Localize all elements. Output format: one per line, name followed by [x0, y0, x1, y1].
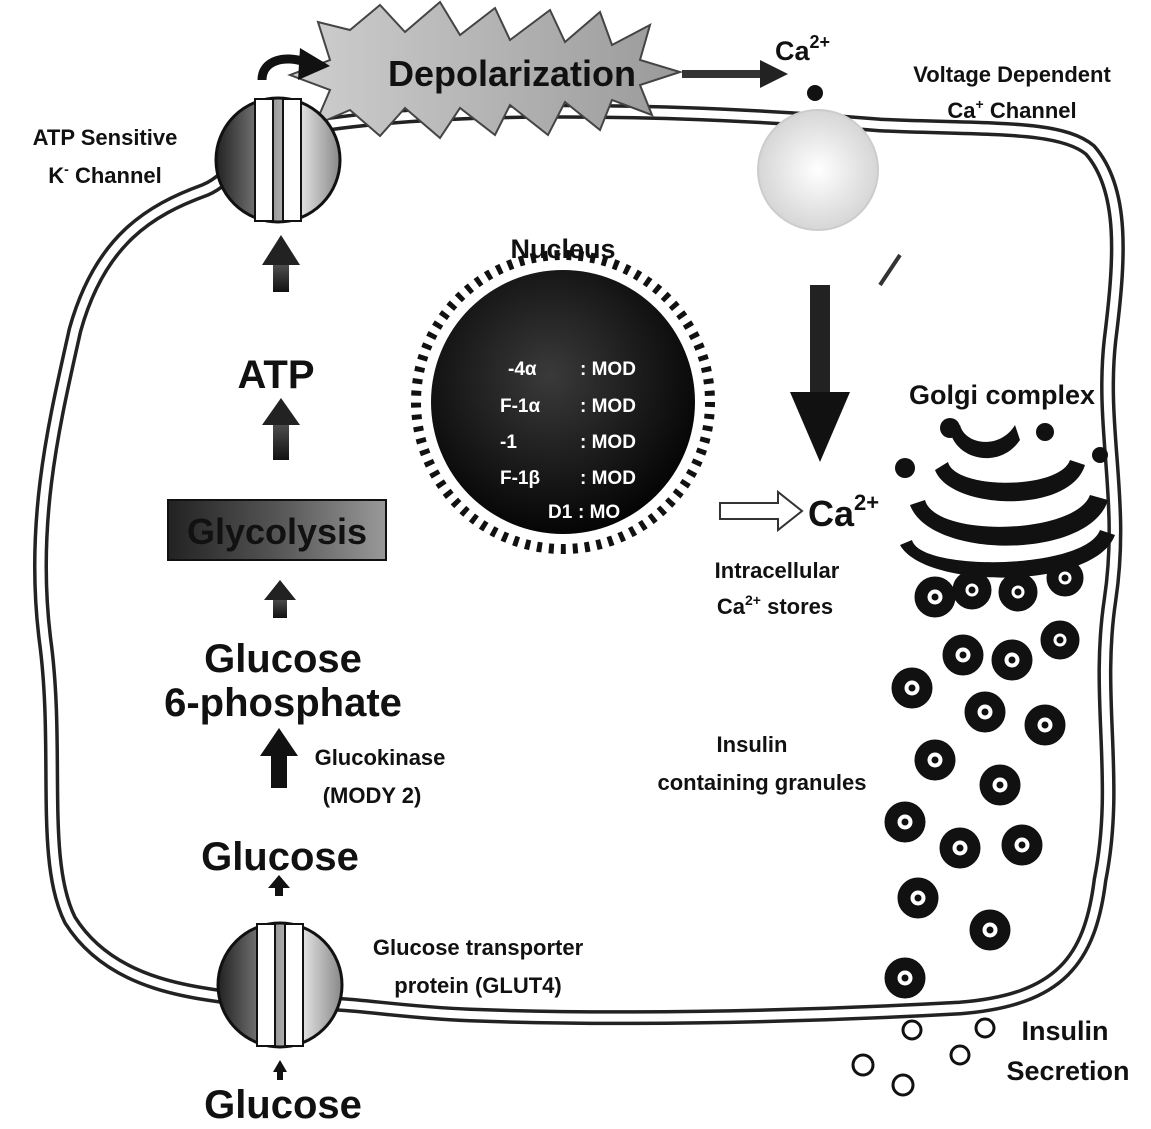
- depolarization-label: Depolarization: [388, 53, 636, 94]
- atp-sensitive-k-channel: [216, 98, 340, 222]
- glucose-6-phosphate-line2: 6-phosphate: [164, 681, 402, 725]
- glucose-6-phosphate-line1: Glucose: [204, 637, 362, 681]
- granule-icon: [953, 571, 991, 609]
- granules-label-line2: containing granules: [657, 770, 866, 795]
- granules-label-line1: Insulin: [717, 732, 788, 757]
- glucose-transporter-channel: [218, 923, 342, 1047]
- ca-top-label: Ca2+: [775, 32, 830, 66]
- insulin-secretion-line1: Insulin: [1022, 1016, 1109, 1046]
- granule-icon: [1025, 705, 1065, 745]
- granule-icon: [915, 577, 955, 617]
- secreted-insulin: [853, 1019, 994, 1095]
- granule-icon: [1041, 621, 1079, 659]
- nucleus-row-5-left: D1: [548, 502, 573, 523]
- golgi-label: Golgi complex: [909, 380, 1095, 410]
- vdcc-label-line1: Voltage Dependent: [913, 62, 1111, 87]
- ca-intracellular-label: Ca2+: [808, 490, 879, 534]
- granule-icon: [885, 802, 925, 842]
- nucleus-row-3-left: -1: [500, 432, 517, 453]
- granule-icon: [980, 765, 1020, 805]
- stores-label-line1: Intracellular: [715, 558, 840, 583]
- nucleus-row-2-right: : MOD: [580, 396, 636, 417]
- stores-label-line2: Ca2+ stores: [717, 592, 833, 619]
- voltage-dependent-ca-channel: [758, 110, 878, 230]
- katp-label-line2: K- Channel: [48, 161, 161, 188]
- calcium-ion-dot: [807, 85, 823, 101]
- katp-label-line1: ATP Sensitive: [33, 125, 178, 150]
- nucleus-row-2-left: F-1α: [500, 396, 541, 417]
- atp-label: ATP: [237, 353, 314, 397]
- nucleus-row-1-left: -4α: [508, 359, 537, 380]
- glycolysis-label: Glycolysis: [187, 511, 367, 552]
- granule-icon: [943, 635, 983, 675]
- golgi-complex: [895, 418, 1115, 578]
- small-tick-mark-icon: [880, 255, 900, 285]
- granule-icon: [898, 878, 938, 918]
- nucleus-row-5-right: : MO: [578, 502, 620, 523]
- depol-to-ca-arrow-icon: [682, 70, 762, 78]
- ca-influx-arrow-icon: [790, 285, 850, 462]
- granule-icon: [885, 958, 925, 998]
- granule-icon: [1002, 825, 1042, 865]
- granule-icon: [1047, 560, 1083, 596]
- insulin-granules: [885, 560, 1083, 998]
- mody2-label: (MODY 2): [323, 783, 422, 808]
- glucose-intracellular-label: Glucose: [201, 835, 359, 879]
- glut-label-line2: protein (GLUT4): [394, 973, 561, 998]
- nucleus-row-4-left: F-1β: [500, 468, 540, 489]
- vdcc-label-line2: Ca+ Channel: [947, 96, 1076, 123]
- granule-icon: [940, 828, 980, 868]
- granule-icon: [999, 573, 1037, 611]
- stores-release-arrow-icon: [720, 492, 802, 530]
- nucleus-row-4-right: : MOD: [580, 468, 636, 489]
- nucleus-row-3-right: : MOD: [580, 432, 636, 453]
- nucleus-label: Nucleus: [510, 234, 615, 264]
- granule-icon: [965, 692, 1005, 732]
- nucleus-row-1-right: : MOD: [580, 359, 636, 380]
- granule-icon: [915, 740, 955, 780]
- granule-icon: [970, 910, 1010, 950]
- glucose-extracellular-label: Glucose: [204, 1083, 362, 1127]
- granule-icon: [892, 668, 932, 708]
- glycolysis-box: Glycolysis: [168, 500, 386, 560]
- glucokinase-label: Glucokinase: [315, 745, 446, 770]
- insulin-secretion-line2: Secretion: [1006, 1056, 1129, 1086]
- glut-label-line1: Glucose transporter: [373, 935, 584, 960]
- granule-icon: [992, 640, 1032, 680]
